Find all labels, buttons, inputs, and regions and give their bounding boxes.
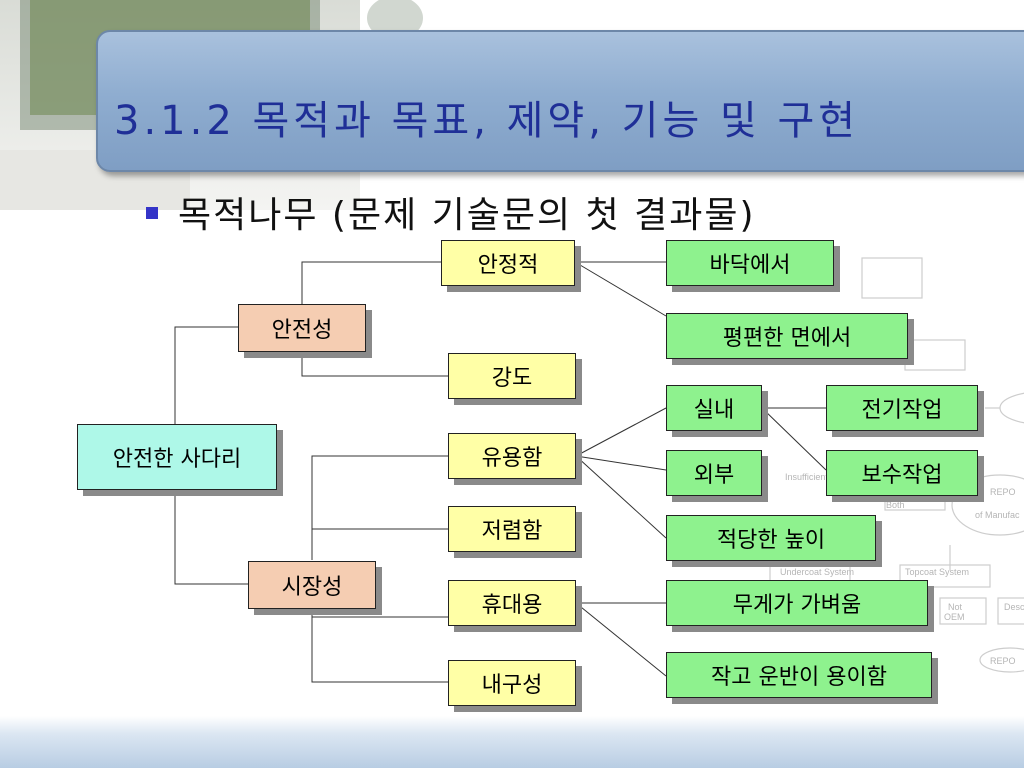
- svg-text:Undercoat System: Undercoat System: [780, 567, 854, 577]
- node-light-weight-label: 무게가 가벼움: [732, 593, 862, 618]
- node-cheap: 저렴함: [448, 506, 576, 552]
- svg-text:OEM: OEM: [944, 612, 965, 622]
- slide-subtitle: 목적나무 (문제 기술문의 첫 결과물): [178, 195, 756, 236]
- node-stable: 안정적: [441, 240, 575, 286]
- node-strength-label: 강도: [491, 366, 533, 391]
- node-root-label: 안전한 사다리: [112, 447, 242, 472]
- node-electrical-work-label: 전기작업: [861, 398, 943, 423]
- node-indoor-label: 실내: [693, 398, 735, 423]
- svg-text:Not: Not: [948, 602, 963, 612]
- node-strength: 강도: [448, 353, 576, 399]
- node-small-easy-carry-label: 작고 운반이 용이함: [711, 665, 887, 690]
- node-maintenance-work-label: 보수작업: [861, 463, 943, 488]
- node-on-floor-label: 바닥에서: [709, 253, 791, 278]
- node-cheap-label: 저렴함: [481, 519, 543, 544]
- node-maintenance-work: 보수작업: [826, 450, 978, 496]
- node-durable: 내구성: [448, 660, 576, 706]
- node-on-floor: 바닥에서: [666, 240, 834, 286]
- node-outdoor-label: 외부: [693, 463, 735, 488]
- node-small-easy-carry: 작고 운반이 용이함: [666, 652, 932, 698]
- svg-text:REPO: REPO: [990, 656, 1016, 666]
- node-safety-label: 안전성: [271, 318, 333, 343]
- svg-text:Both: Both: [886, 500, 905, 510]
- node-on-flat: 평편한 면에서: [666, 313, 908, 359]
- node-on-flat-label: 평편한 면에서: [722, 326, 852, 351]
- slide-title: 3.1.2 목적과 목표, 제약, 기능 및 구현: [114, 98, 860, 144]
- svg-text:Desc: Desc: [1004, 602, 1024, 612]
- node-useful-label: 유용함: [481, 446, 543, 471]
- node-marketability-label: 시장성: [281, 575, 343, 600]
- svg-text:REPO: REPO: [990, 487, 1016, 497]
- node-root: 안전한 사다리: [77, 424, 277, 490]
- node-durable-label: 내구성: [481, 673, 543, 698]
- svg-text:Insufficient: Insufficient: [785, 472, 828, 482]
- node-stable-label: 안정적: [477, 253, 539, 278]
- node-electrical-work: 전기작업: [826, 385, 978, 431]
- node-indoor: 실내: [666, 385, 762, 431]
- node-light-weight: 무게가 가벼움: [666, 580, 928, 626]
- node-portable: 휴대용: [448, 580, 576, 626]
- svg-text:Topcoat System: Topcoat System: [905, 567, 969, 577]
- node-proper-height: 적당한 높이: [666, 515, 876, 561]
- node-safety: 안전성: [238, 304, 366, 352]
- svg-text:of Manufac: of Manufac: [975, 510, 1020, 520]
- node-marketability: 시장성: [248, 561, 376, 609]
- title-banner: [96, 30, 1024, 172]
- footer-band: [0, 716, 1024, 768]
- bullet-icon: [146, 207, 158, 219]
- node-useful: 유용함: [448, 433, 576, 479]
- node-outdoor: 외부: [666, 450, 762, 496]
- node-proper-height-label: 적당한 높이: [716, 528, 826, 553]
- node-portable-label: 휴대용: [481, 593, 543, 618]
